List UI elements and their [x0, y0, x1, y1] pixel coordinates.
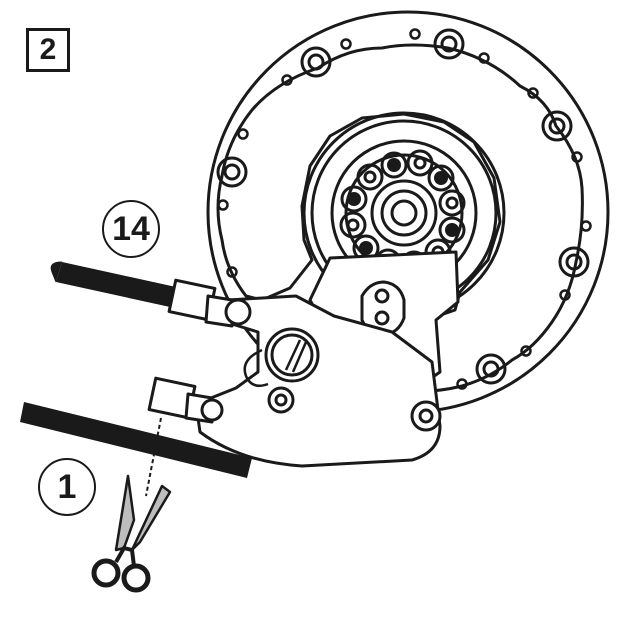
callout-1-label: 1 [57, 468, 77, 506]
tool-body [194, 294, 442, 468]
flange-bolt-holes [216, 28, 590, 385]
cut-line-icon [145, 417, 162, 497]
flange-small-holes [217, 28, 592, 390]
hose-coupler-lower [147, 376, 224, 424]
step-number-box: 2 [26, 28, 70, 72]
step-number: 2 [39, 33, 57, 66]
hose-coupler-upper [167, 278, 252, 328]
scissors-icon [91, 474, 172, 593]
hydraulic-hose-upper [50, 261, 176, 307]
hydraulic-hose-lower [20, 402, 252, 478]
callout-14-label: 14 [112, 210, 150, 248]
callout-14: 14 [102, 200, 160, 258]
callout-1: 1 [38, 458, 96, 516]
